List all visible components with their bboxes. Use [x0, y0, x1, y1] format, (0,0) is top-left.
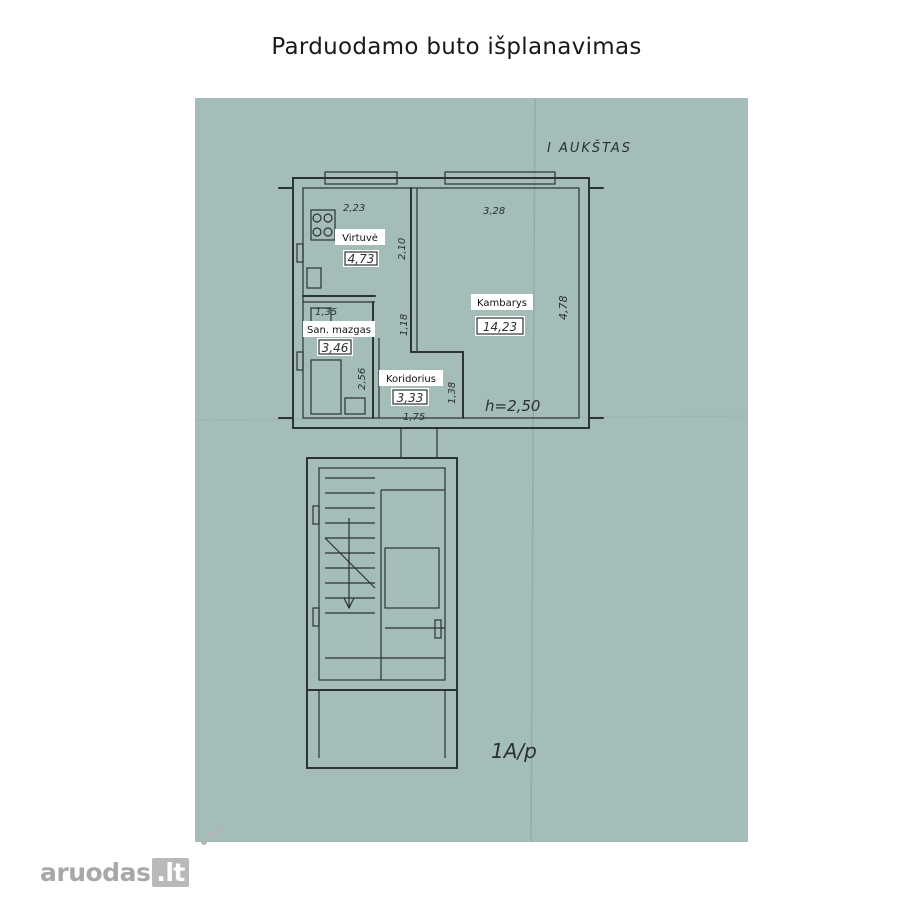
- svg-text:Koridorius: Koridorius: [386, 374, 436, 385]
- stairwell-plan: [306, 457, 458, 769]
- watermark-brand: aruodas: [40, 858, 151, 887]
- dimension-label: 2,23: [343, 203, 365, 214]
- svg-text:San. mazgas: San. mazgas: [307, 325, 371, 336]
- dimension-label: 1,35: [315, 307, 337, 318]
- floor-plan-sheet: I AUKŠTAS: [195, 98, 748, 842]
- dimension-label: 1,18: [399, 314, 410, 336]
- room-label-san-mazgas: San. mazgas 3,46: [303, 321, 375, 356]
- sheet-code: 1A/p: [491, 739, 537, 763]
- floor-label: I AUKŠTAS: [547, 140, 632, 156]
- dimension-label: 3,28: [483, 206, 505, 217]
- floor-plan-drawing: I AUKŠTAS: [195, 98, 748, 842]
- dimension-label: 2,56: [357, 368, 368, 390]
- room-label-koridorius: Koridorius 3,33: [379, 370, 443, 406]
- watermark-logo: aruodas.lt: [40, 858, 189, 887]
- room-area: 14,23: [483, 320, 517, 334]
- apartment-plan: [278, 171, 604, 458]
- watermark-dots-icon: [201, 825, 222, 845]
- page-title: Parduodamo buto išplanavimas: [271, 34, 642, 60]
- room-area: 4,73: [348, 252, 375, 266]
- dimension-label: 1,75: [403, 412, 425, 423]
- room-label-kambarys: Kambarys 14,23: [471, 294, 533, 336]
- room-label-virtuve: Virtuvė 4,73: [335, 229, 385, 267]
- dimension-label: 4,78: [557, 296, 570, 321]
- dimension-label: 2,10: [397, 238, 408, 260]
- room-area: 3,46: [322, 341, 349, 355]
- ceiling-height-label: h=2,50: [485, 397, 540, 415]
- watermark-tld: .lt: [152, 858, 189, 887]
- svg-text:Virtuvė: Virtuvė: [342, 233, 378, 244]
- paper-fold-line: [530, 98, 536, 842]
- room-area: 3,33: [397, 391, 424, 405]
- svg-text:Kambarys: Kambarys: [477, 298, 527, 309]
- dimension-label: 1,38: [447, 382, 458, 404]
